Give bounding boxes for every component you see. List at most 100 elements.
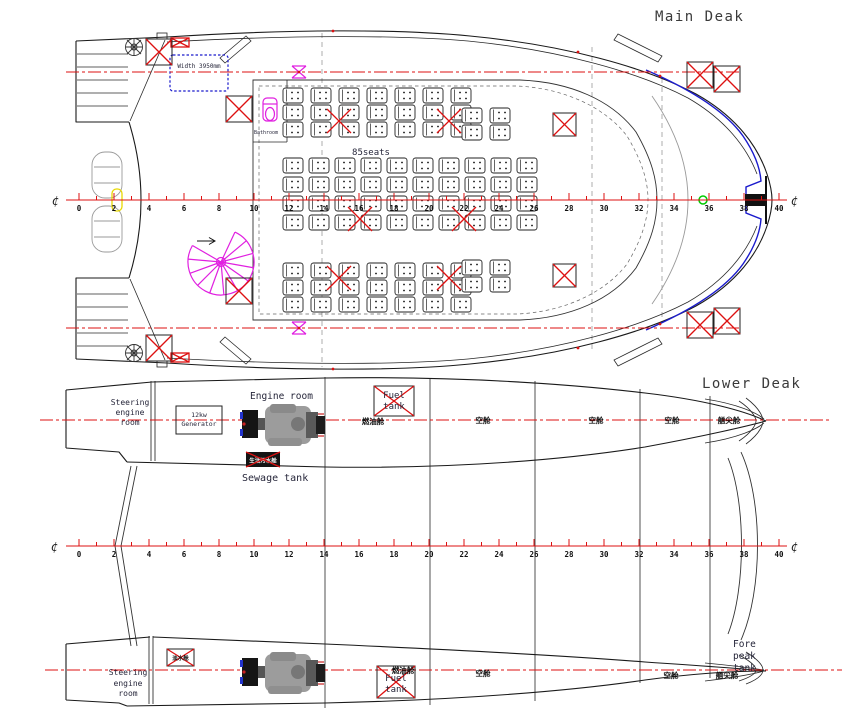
main-deck-title: Main Deak [655,9,744,25]
station-number: 26 [529,204,539,213]
seat-count-label: 85seats [352,148,390,158]
seat-icon [516,214,538,231]
engine-icon [239,403,326,447]
escape-hatch-icon [225,277,253,305]
spiral-staircase-icon [187,231,255,296]
seat-icon [516,176,538,193]
davit-marker-icon [291,65,307,335]
seat-icon [461,259,483,276]
gangway-icon [219,33,663,367]
seat-icon [310,296,332,313]
seat-icon [282,121,304,138]
seat-icon [282,279,304,296]
fore-peak-tank-label: Fore [733,639,756,650]
seat-icon [386,214,408,231]
red-edge-dot [658,74,662,78]
steering-room-label: room [120,418,139,427]
crossed-out-seat-mark [347,206,373,232]
seat-icon [394,87,416,104]
centerline-symbol: ¢ [52,194,59,208]
lower-deck-plan: Lower Deak [40,376,842,708]
station-number: 18 [389,204,399,213]
station-number: 26 [529,550,539,559]
empty-compartment-label: 空舱 [589,415,604,425]
seat-icon [282,214,304,231]
escape-hatch-icons [145,38,741,362]
station-number: 22 [459,550,468,559]
upper-demihull-outline [65,377,767,468]
seat-icon [310,262,332,279]
station-number: 16 [354,204,364,213]
seat-icon [366,279,388,296]
seat-icon [282,262,304,279]
station-number: 28 [564,550,574,559]
station-number: 6 [182,550,187,559]
escape-hatch-icon [145,334,173,362]
empty-compartment-label: 空舱 [665,415,680,425]
hull-outline [75,30,773,370]
station-number: 22 [459,204,468,213]
fuel-cn-label: 燃油舱 [362,416,385,426]
station-number: 32 [634,550,643,559]
sewage-tank-box: 生活污水舱 [245,451,281,468]
width-dimension-box: Width 3950mm [169,54,229,92]
seat-icon [464,176,486,193]
seat-icon [489,276,511,293]
escape-hatch-icon [552,112,577,137]
fuel-tank-label: tank [385,685,407,695]
seat-icon [366,104,388,121]
station-number: 40 [774,550,784,559]
fore-peak-cn-label: 艏尖舱 [715,670,739,680]
station-number: 32 [634,204,643,213]
seat-icon [450,296,472,313]
stair-direction-arrow [197,237,216,245]
station-number: 0 [77,204,82,213]
station-number: 8 [217,204,222,213]
seat-icon [334,157,356,174]
empty-compartment-label: 空舱 [476,668,491,678]
red-edge-dots [331,29,662,371]
steering-room-label: Steering [109,668,148,677]
red-edge-dot [331,29,335,33]
seat-icon [282,176,304,193]
station-number: 38 [739,204,749,213]
crossed-out-seat-mark [436,265,462,291]
crossed-out-seat-mark [436,108,462,134]
lower-demihull-outline [65,636,767,707]
red-edge-dot [658,322,662,326]
seat-icon [489,259,511,276]
fuel-cn-label: 燃油舱 [392,665,415,675]
seat-icon [461,276,483,293]
width-label: Width 3950mm [177,63,221,70]
escape-hatch-icon [225,95,253,123]
station-number: 4 [147,204,152,213]
station-number: 34 [669,550,679,559]
steering-room-label: room [118,689,137,698]
station-number: 20 [424,204,434,213]
station-number: 40 [774,204,784,213]
seat-icon [310,121,332,138]
fore-peak-tank-label: tank [733,663,756,674]
steering-room-label: engine [114,679,143,688]
seat-icon [422,87,444,104]
life-raft-icon [91,151,123,253]
station-number: 18 [389,550,399,559]
station-number: 28 [564,204,574,213]
seat-icon [334,214,356,231]
crossed-out-seat-mark [326,108,352,134]
station-number: 24 [494,204,504,213]
seat-icon [461,124,483,141]
empty-compartment-label: 空舱 [664,670,679,680]
engine-icon [239,651,326,695]
seat-icon [394,121,416,138]
seat-icon [360,214,382,231]
seat-icon [412,176,434,193]
station-number: 4 [147,550,152,559]
seat-icon [438,195,460,212]
escape-hatch-icon [686,311,714,339]
sewage-tank-cn-label: 生活污水舱 [249,457,277,465]
fuel-tank-label: Fuel [383,391,405,401]
escape-hatch-icon [713,307,741,335]
seat-icon [366,87,388,104]
seat-icon [360,176,382,193]
